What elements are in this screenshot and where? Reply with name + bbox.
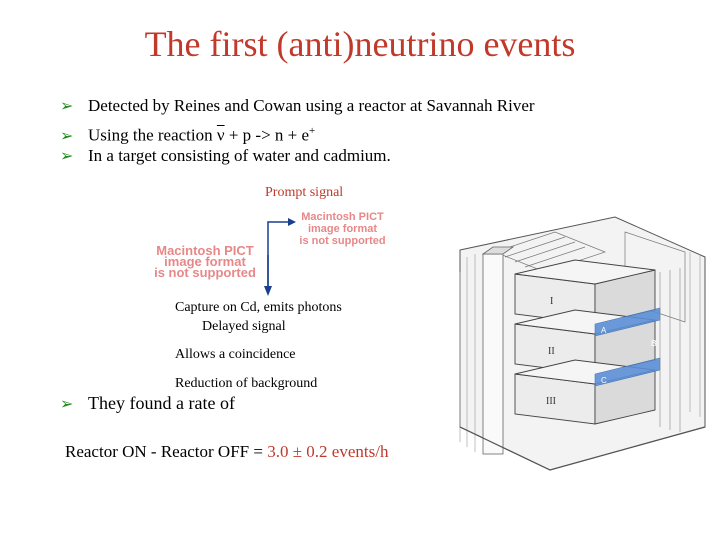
antineutrino-symbol: ν [216, 125, 225, 145]
layer-label-c: C [601, 376, 607, 385]
background-text: Reduction of background [175, 376, 318, 391]
arrow-bullet-icon: ➢ [60, 396, 74, 413]
arrow-bullet-icon: ➢ [60, 127, 74, 145]
bullet-text: In a target consisting of water and cadm… [88, 146, 391, 165]
layer-label-a: A [601, 326, 607, 335]
prompt-arrowhead-icon [288, 218, 296, 226]
positron-charge: + [309, 125, 316, 137]
placeholder-line: Macintosh PICT [156, 243, 254, 258]
delayed-signal-label: Delayed signal [202, 319, 286, 334]
pict-placeholder-left: Macintosh PICT image format is not suppo… [125, 243, 285, 280]
delayed-arrowhead-icon [264, 286, 272, 296]
bullet-text: Using the reaction [88, 125, 213, 145]
bullet-found: ➢ They found a rate of [60, 392, 235, 416]
placeholder-line: image format [307, 223, 378, 235]
bullet-text: They found a rate of [88, 393, 235, 413]
placeholder-line: is not supported [299, 235, 386, 247]
prompt-signal-label: Prompt signal [265, 185, 344, 200]
result-label: Reactor ON - Reactor OFF = [65, 442, 268, 461]
reaction-text: + p -> n + e [224, 125, 310, 145]
placeholder-line: image format [164, 254, 246, 269]
slide-title: The first (anti)neutrino events [144, 24, 576, 64]
coincidence-text: Allows a coincidence [175, 347, 296, 362]
result-value: 3.0 ± 0.2 events/h [267, 442, 389, 461]
pict-placeholder-top: Macintosh PICT image format is not suppo… [285, 211, 400, 247]
tank-label-3: III [546, 396, 556, 407]
arrow-bullet-icon: ➢ [60, 98, 74, 115]
bullet-reaction: ➢ Using the reaction ν + p -> n + e+ [60, 120, 315, 148]
bullet-text: Detected by Reines and Cowan using a rea… [88, 96, 535, 115]
detector-illustration: I II III A B C [459, 216, 706, 471]
layer-label-b: B [651, 339, 656, 348]
arrow-bullet-icon: ➢ [60, 148, 74, 165]
tank-label-2: II [548, 346, 555, 357]
capture-text: Capture on Cd, emits photons [175, 300, 342, 315]
placeholder-line: is not supported [154, 265, 256, 280]
prompt-arrow [267, 221, 288, 290]
tank-label-1: I [550, 296, 553, 307]
bullet-detected: ➢ Detected by Reines and Cowan using a re… [60, 95, 535, 118]
signal-arrows [264, 218, 296, 296]
placeholder-line: Macintosh PICT [301, 211, 384, 223]
result-line: Reactor ON - Reactor OFF = 3.0 ± 0.2 eve… [65, 442, 388, 462]
bullet-target: ➢ In a target consisting of water and cad… [60, 145, 391, 168]
